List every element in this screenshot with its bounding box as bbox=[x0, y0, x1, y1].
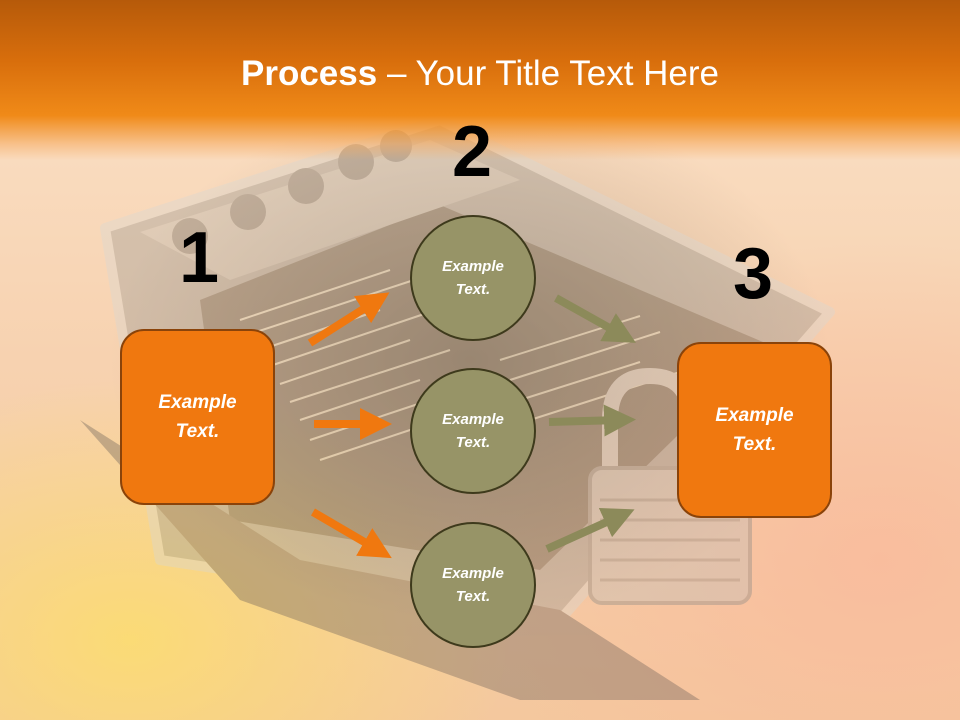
title-rest-part: – Your Title Text Here bbox=[377, 54, 719, 93]
step-2-circle-middle: Example Text. bbox=[410, 368, 536, 494]
stop-button-icon bbox=[288, 168, 324, 204]
browser-toolbar bbox=[140, 140, 520, 280]
arrow-box1-to-circle-top bbox=[307, 292, 390, 347]
step-number-3: 3 bbox=[732, 234, 774, 314]
header-band bbox=[0, 0, 960, 160]
back-button-icon bbox=[172, 218, 208, 254]
step-2-circle-top: Example Text. bbox=[410, 215, 536, 341]
arrow-circle-bottom-to-box3 bbox=[545, 508, 635, 553]
circle-top-text: Example Text. bbox=[442, 258, 504, 298]
title-bold-part: Process bbox=[241, 54, 378, 93]
forward-button-icon bbox=[230, 194, 266, 230]
arrow-box1-to-circle-bottom bbox=[310, 508, 392, 559]
step-3-box: Example Text. bbox=[677, 342, 832, 518]
step-2-circle-bottom: Example Text. bbox=[410, 522, 536, 648]
circle-bottom-text: Example Text. bbox=[442, 565, 504, 605]
step-number-1: 1 bbox=[178, 218, 220, 298]
slide-title: Process – Your Title Text Here bbox=[0, 52, 960, 96]
dark-base-shape bbox=[80, 420, 700, 700]
circle-middle-text: Example Text. bbox=[442, 411, 504, 451]
arrow-circle-top-to-box3 bbox=[554, 294, 636, 343]
step-1-box-text: Example Text. bbox=[158, 392, 237, 442]
arrow-circle-middle-to-box3 bbox=[548, 404, 636, 437]
step-3-box-text: Example Text. bbox=[715, 405, 794, 455]
step-number-2: 2 bbox=[451, 112, 493, 192]
step-1-box: Example Text. bbox=[120, 329, 275, 505]
